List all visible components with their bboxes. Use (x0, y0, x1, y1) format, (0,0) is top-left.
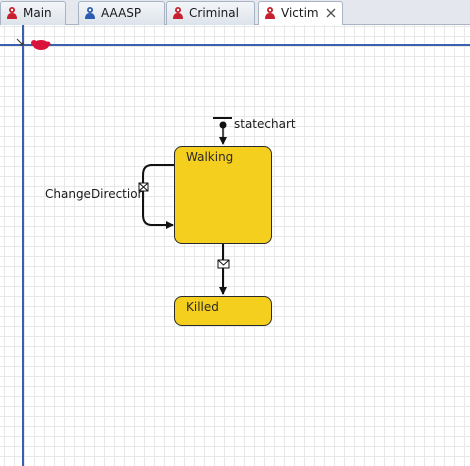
state-name: Walking (186, 150, 234, 164)
tab-label: AAASP (101, 6, 142, 20)
tab-main[interactable]: Main (0, 1, 66, 25)
agent-red-icon (173, 7, 183, 19)
diagram-layer (0, 25, 470, 466)
statechart-entry-point[interactable] (213, 117, 232, 145)
tab-label: Criminal (189, 6, 239, 20)
state-walking[interactable]: Walking (174, 146, 272, 244)
tab-label: Main (23, 6, 52, 20)
tab-criminal[interactable]: Criminal (166, 1, 255, 25)
tab-aaasp[interactable]: AAASP (78, 1, 165, 25)
tab-victim[interactable]: Victim (258, 1, 343, 26)
message-trigger-icon (138, 182, 149, 192)
agent-blue-icon (85, 7, 95, 19)
transition-change-direction[interactable] (142, 164, 174, 229)
tab-label: Victim (281, 6, 319, 20)
transition-label: ChangeDirection (45, 187, 146, 201)
statechart-canvas[interactable]: statechart ChangeDirection Walking Kille… (0, 25, 470, 466)
close-icon[interactable] (324, 6, 338, 20)
statechart-entry-label: statechart (234, 117, 296, 131)
origin-marker-icon[interactable] (16, 38, 51, 50)
editor-tab-bar: Main AAASP Criminal Victim (0, 0, 470, 26)
agent-red-icon (7, 7, 17, 19)
state-name: Killed (186, 300, 219, 314)
message-trigger-icon (217, 259, 230, 269)
agent-red-icon (265, 7, 275, 19)
state-killed[interactable]: Killed (174, 296, 272, 326)
